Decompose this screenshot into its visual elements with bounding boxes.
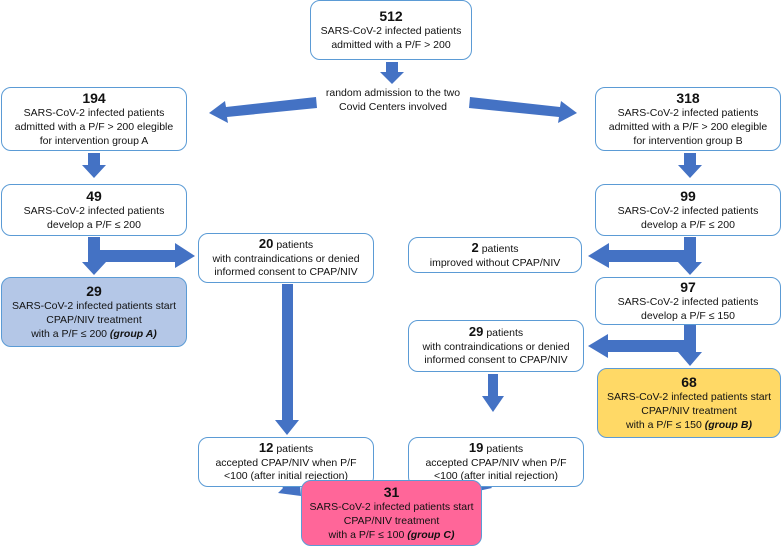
group-b-line-2: CPAP/NIV treatment	[641, 404, 737, 417]
arrow-right-to-contra	[588, 334, 690, 358]
right-eligible-line-1: SARS-CoV-2 infected patients	[617, 107, 759, 120]
arrow-left-eligible-down	[82, 153, 106, 178]
right-eligible-box: 318 SARS-CoV-2 infected patients admitte…	[595, 87, 781, 151]
left-contra-line-1: with contraindications or denied	[212, 252, 360, 265]
arrow-contra-down-left	[275, 284, 299, 435]
group-c-count: 31	[383, 483, 400, 500]
right-develop-200-line-1: SARS-CoV-2 infected patients	[617, 205, 759, 218]
right-develop-200-count: 99	[680, 187, 696, 204]
group-a-line-1: SARS-CoV-2 infected patients start	[12, 300, 176, 313]
group-a-line-2: CPAP/NIV treatment	[46, 313, 142, 326]
right-eligible-line-2: admitted with a P/F > 200 elegible	[608, 120, 768, 133]
left-accepted-line-2: <100 (after initial rejection)	[223, 470, 349, 483]
right-develop-150-box: 97 SARS-CoV-2 infected patients develop …	[595, 277, 781, 325]
group-a-count: 29	[86, 282, 102, 299]
group-a-line-3: with a P/F ≤ 200 (group A)	[31, 328, 157, 342]
right-improved-line-1: improved without CPAP/NIV	[429, 256, 561, 269]
group-b-line-3: with a P/F ≤ 150 (group B)	[626, 419, 752, 433]
group-c-line-2: CPAP/NIV treatment	[343, 514, 440, 527]
group-c-line-3-text: with a P/F ≤ 100	[328, 528, 408, 541]
top-total-line-1: SARS-CoV-2 infected patients	[320, 25, 462, 38]
right-accepted-count: 19	[468, 439, 484, 455]
group-b-box: 68 SARS-CoV-2 infected patients start CP…	[597, 368, 781, 438]
left-contra-count: 20	[258, 235, 274, 251]
left-eligible-line-2: admitted with a P/F > 200 elegible	[14, 120, 174, 133]
group-a-label: (group A)	[109, 327, 157, 340]
group-c-line-3: with a P/F ≤ 100 (group C)	[329, 529, 455, 543]
right-develop-150-line-1: SARS-CoV-2 infected patients	[617, 296, 759, 309]
right-accepted-line-1: accepted CPAP/NIV when P/F	[425, 456, 567, 469]
left-develop-200-line-1: SARS-CoV-2 infected patients	[23, 205, 165, 218]
left-contra-suffix: patients	[276, 238, 314, 251]
group-c-box: 31 SARS-CoV-2 infected patients start CP…	[301, 480, 482, 546]
arrow-contra-down-right	[482, 374, 504, 412]
left-develop-200-line-2: develop a P/F ≤ 200	[47, 218, 141, 231]
left-accepted-count: 12	[258, 439, 274, 455]
right-contra-count: 29	[468, 323, 484, 339]
left-eligible-count: 194	[82, 89, 106, 106]
right-accepted-line-2: <100 (after initial rejection)	[433, 470, 559, 483]
group-a-line-3-text: with a P/F ≤ 200	[31, 327, 110, 340]
right-eligible-count: 318	[676, 89, 700, 106]
random-admission-text: random admission to the two Covid Center…	[315, 87, 471, 114]
left-develop-200-count: 49	[86, 187, 102, 204]
right-contra-line-2: informed consent to CPAP/NIV	[424, 354, 568, 367]
group-c-line-1: SARS-CoV-2 infected patients start	[309, 501, 474, 514]
left-develop-200-box: 49 SARS-CoV-2 infected patients develop …	[1, 184, 187, 236]
group-b-line-3-text: with a P/F ≤ 150	[626, 418, 705, 431]
arrow-right-eligible-down	[678, 153, 702, 178]
top-total-box: 512 SARS-CoV-2 infected patients admitte…	[310, 0, 472, 60]
left-accepted-line-1: accepted CPAP/NIV when P/F	[215, 456, 357, 469]
arrow-split-right	[469, 97, 577, 123]
right-contra-suffix: patients	[486, 326, 524, 339]
arrow-left-to-contra	[94, 243, 195, 268]
right-improved-count: 2	[471, 239, 479, 255]
top-total-line-2: admitted with a P/F > 200	[331, 38, 451, 51]
random-admission-line-2: Covid Centers involved	[339, 100, 447, 113]
top-total-count: 512	[379, 7, 403, 24]
right-contra-line-1: with contraindications or denied	[422, 340, 570, 353]
group-b-line-1: SARS-CoV-2 infected patients start	[607, 391, 771, 404]
right-develop-200-box: 99 SARS-CoV-2 infected patients develop …	[595, 184, 781, 236]
right-eligible-line-3: for intervention group B	[633, 134, 743, 147]
group-c-label: (group C)	[407, 528, 455, 541]
right-develop-150-line-2: develop a P/F ≤ 150	[641, 309, 735, 322]
arrow-split-left	[209, 97, 317, 123]
arrow-right-to-improved	[588, 243, 690, 268]
right-develop-150-count: 97	[680, 278, 696, 295]
left-eligible-line-1: SARS-CoV-2 infected patients	[23, 107, 165, 120]
left-eligible-line-3: for intervention group A	[39, 134, 149, 147]
random-admission-line-1: random admission to the two	[325, 87, 461, 99]
right-accepted-suffix: patients	[486, 442, 524, 455]
group-b-label: (group B)	[704, 418, 752, 431]
arrow-top-down	[380, 62, 404, 84]
left-eligible-box: 194 SARS-CoV-2 infected patients admitte…	[1, 87, 187, 151]
left-contra-line-2: informed consent to CPAP/NIV	[214, 266, 358, 279]
right-develop-200-line-2: develop a P/F ≤ 200	[641, 218, 735, 231]
right-improved-suffix: patients	[481, 242, 519, 255]
left-accepted-suffix: patients	[276, 442, 314, 455]
group-a-box: 29 SARS-CoV-2 infected patients start CP…	[1, 277, 187, 347]
group-b-count: 68	[681, 373, 697, 390]
